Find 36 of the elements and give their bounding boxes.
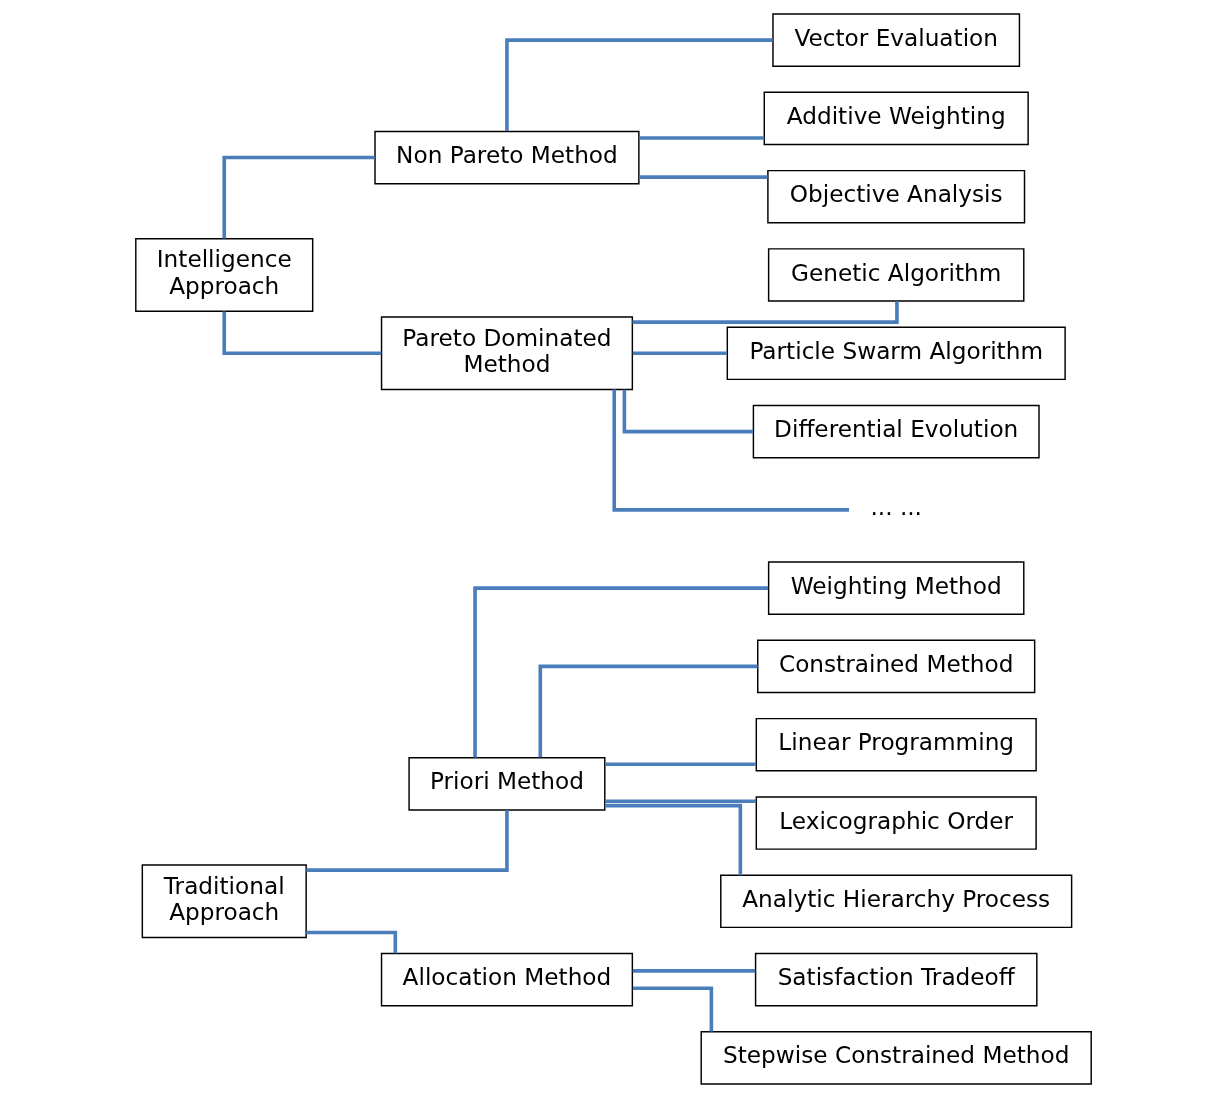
node-box: Traditional Approach	[141, 864, 307, 939]
connector	[604, 799, 756, 804]
node-box: Particle Swarm Algorithm	[726, 326, 1066, 381]
node-box: Stepwise Constrained Method	[700, 1031, 1092, 1085]
connector	[632, 969, 755, 973]
node-box: Analytic Hierarchy Process	[719, 874, 1072, 929]
connector	[632, 986, 713, 1032]
connector	[638, 136, 764, 140]
node-box: Weighting Method	[767, 561, 1024, 615]
connector	[638, 175, 768, 179]
node-box: Objective Analysis	[766, 169, 1025, 224]
connector	[604, 762, 756, 767]
connector	[504, 38, 772, 131]
node-box: Differential Evolution	[752, 404, 1040, 459]
node-text: ... ...	[869, 493, 922, 521]
connector	[622, 389, 753, 434]
connector	[538, 664, 758, 758]
node-box: Lexicographic Order	[755, 796, 1037, 850]
node-box: Additive Weighting	[763, 91, 1029, 146]
connector	[221, 155, 375, 239]
node-box: Non Pareto Method	[373, 130, 640, 185]
connector	[604, 803, 742, 876]
node-box: Allocation Method	[380, 952, 633, 1007]
node-box: Satisfaction Tradeoff	[754, 952, 1038, 1007]
node-box: Intelligence Approach	[134, 238, 313, 312]
node-box: Linear Programming	[755, 717, 1037, 772]
node-box: Constrained Method	[756, 639, 1035, 694]
connector	[221, 311, 381, 356]
node-box: Genetic Algorithm	[767, 248, 1024, 302]
connector	[632, 351, 727, 356]
node-box: Pareto Dominated Method	[380, 316, 633, 391]
connector	[305, 810, 509, 872]
connector	[611, 389, 849, 512]
connector	[472, 586, 768, 758]
node-box: Vector Evaluation	[771, 13, 1020, 67]
node-box: Priori Method	[407, 757, 606, 811]
